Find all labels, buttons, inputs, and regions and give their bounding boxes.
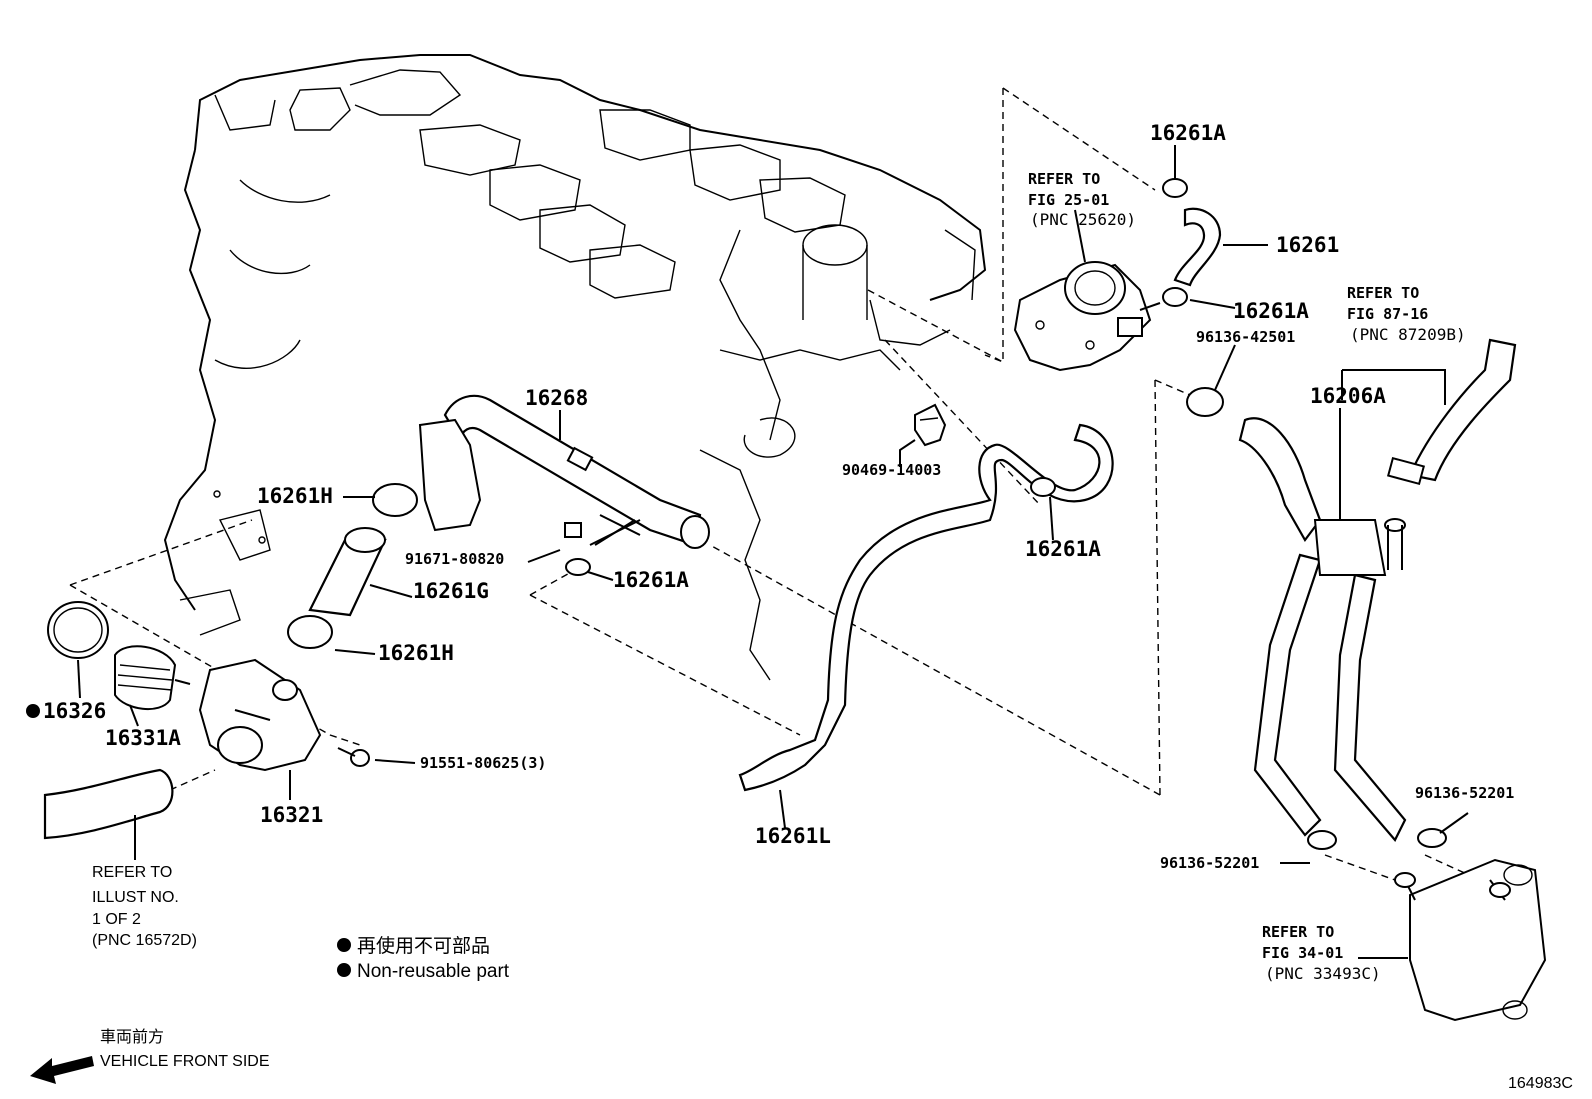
refer-note-fig87: REFER TO FIG 87-16 (PNC 87209B) [1347, 284, 1466, 344]
hose-16261l [738, 423, 1114, 792]
legend-marker-jp [337, 938, 351, 952]
legend: 再使用不可部品 Non-reusable part [337, 935, 510, 982]
pipe-16268 [418, 394, 710, 549]
illustration-id: 164983C [1508, 1075, 1573, 1092]
label-16261h-low: 16261H [378, 641, 454, 665]
svg-text:ILLUST NO.: ILLUST NO. [92, 889, 179, 906]
svg-text:(PNC 33493C): (PNC 33493C) [1265, 964, 1381, 983]
clamp-96136-52201-left-shape [1307, 830, 1337, 850]
label-91671-80820: 91671-80820 [405, 550, 504, 568]
stud-91671-shape [594, 519, 636, 546]
oil-cooler-33493c [1394, 858, 1547, 1022]
label-16261h-top: 16261H [257, 484, 333, 508]
label-16206a: 16206A [1310, 384, 1386, 408]
hose-16261 [1162, 178, 1222, 307]
gasket-16326 [47, 601, 109, 659]
bolt-91551 [337, 747, 370, 767]
clamp-16261a-low-shape [565, 558, 591, 576]
label-16326: 16326 [43, 699, 106, 723]
radiator-hose-ref [43, 768, 174, 840]
svg-text:(PNC 16572D): (PNC 16572D) [92, 932, 197, 949]
refer-note-fig25: REFER TO FIG 25-01 (PNC 25620) [1028, 170, 1136, 229]
svg-text:FIG 25-01: FIG 25-01 [1028, 191, 1109, 209]
non-reusable-marker-16326 [26, 704, 40, 718]
refer-note-fig34: REFER TO FIG 34-01 (PNC 33493C) [1262, 923, 1381, 983]
bracket-90469 [914, 403, 947, 447]
label-16261a-mid: 16261A [1233, 299, 1309, 323]
clamp-16261a-right-shape [1030, 477, 1056, 497]
label-96136-42501: 96136-42501 [1196, 328, 1295, 346]
clamp-16261h-low-shape [287, 615, 333, 649]
direction-en: VEHICLE FRONT SIDE [100, 1053, 270, 1070]
label-16261: 16261 [1276, 233, 1339, 257]
part-number-labels: 16261A 16261 16261A 96136-42501 16206A 1… [26, 121, 1514, 872]
hose-16261g [287, 483, 636, 649]
svg-text:(PNC 87209B): (PNC 87209B) [1350, 325, 1466, 344]
legend-en: Non-reusable part [357, 961, 510, 982]
label-16261a-low: 16261A [613, 568, 689, 592]
valve-body-25620 [1013, 261, 1161, 372]
legend-jp: 再使用不可部品 [357, 935, 490, 957]
label-16261g: 16261G [413, 579, 489, 603]
label-90469-14003: 90469-14003 [842, 461, 941, 479]
clamp-16261a-top-shape [1162, 178, 1188, 198]
hose-16206a [1186, 338, 1517, 850]
label-16321: 16321 [260, 803, 323, 827]
label-16261l: 16261L [755, 824, 831, 848]
label-leaders [77, 145, 1469, 959]
thermostat-16331a [114, 645, 191, 711]
svg-text:REFER TO: REFER TO [92, 864, 172, 881]
label-16331a: 16331A [105, 726, 181, 750]
svg-text:(PNC 25620): (PNC 25620) [1030, 210, 1136, 229]
vehicle-front-indicator: 車両前方 VEHICLE FRONT SIDE [30, 1028, 270, 1084]
label-16261a-top: 16261A [1150, 121, 1226, 145]
svg-text:REFER TO: REFER TO [1347, 284, 1419, 302]
clamp-96136-42501-shape [1186, 387, 1224, 417]
front-arrow-icon [30, 1056, 94, 1084]
svg-text:FIG 87-16: FIG 87-16 [1347, 305, 1428, 323]
clamp-16261a-mid-shape [1162, 287, 1188, 307]
label-96136-52201-left: 96136-52201 [1160, 854, 1259, 872]
label-16268: 16268 [525, 386, 588, 410]
clamp-96136-52201-right-shape [1417, 828, 1447, 848]
label-91551-80625: 91551-80625(3) [420, 754, 546, 772]
engine-block-drawing [163, 54, 987, 681]
svg-text:1 OF 2: 1 OF 2 [92, 911, 141, 928]
label-96136-52201-right: 96136-52201 [1415, 784, 1514, 802]
legend-marker-en [337, 963, 351, 977]
svg-text:REFER TO: REFER TO [1262, 923, 1334, 941]
refer-note-illust: REFER TO ILLUST NO. 1 OF 2 (PNC 16572D) [92, 864, 197, 949]
label-16261a-right: 16261A [1025, 537, 1101, 561]
direction-jp: 車両前方 [100, 1028, 164, 1046]
clamp-16261h-top-shape [372, 483, 418, 517]
svg-text:REFER TO: REFER TO [1028, 170, 1100, 188]
svg-text:FIG 34-01: FIG 34-01 [1262, 944, 1343, 962]
water-inlet-16321 [198, 658, 322, 772]
